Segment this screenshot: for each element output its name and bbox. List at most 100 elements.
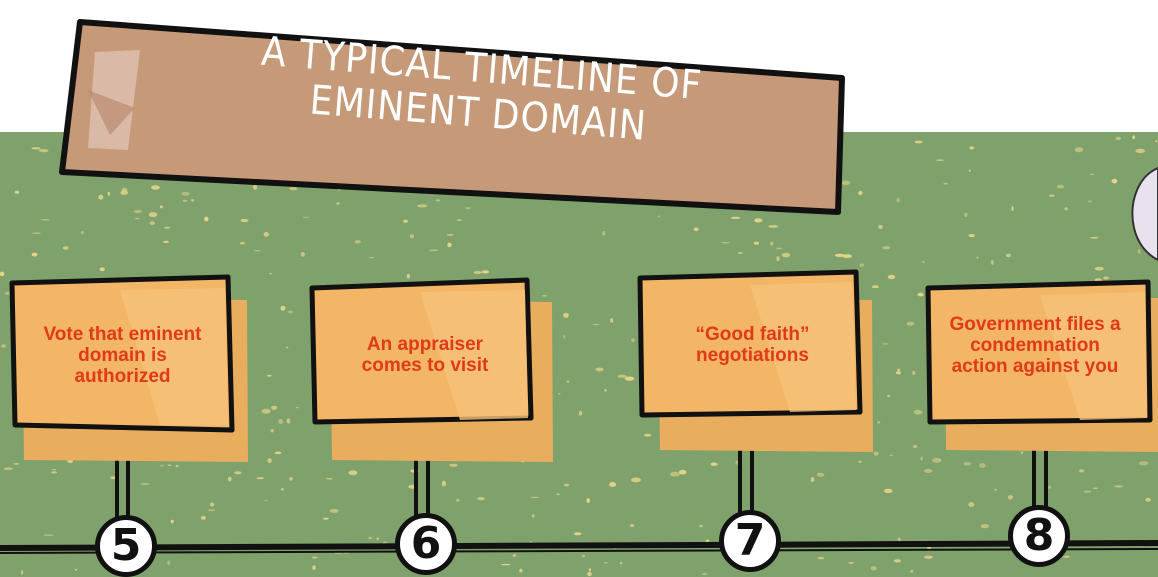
step-6-text: An appraiser comes to visit	[361, 334, 489, 376]
speckle	[120, 190, 128, 195]
speckle	[133, 209, 143, 214]
speckle	[280, 488, 284, 491]
speckle	[753, 241, 760, 245]
speckle	[588, 568, 592, 572]
speckle	[67, 459, 73, 463]
speckle	[563, 483, 570, 487]
step-7-number: 7	[719, 510, 781, 572]
speckle	[43, 534, 54, 536]
speckle	[151, 185, 160, 190]
speckle	[979, 463, 986, 468]
speckle	[592, 323, 600, 326]
speckle	[278, 419, 284, 424]
speckle	[870, 566, 877, 571]
speckle	[121, 188, 128, 192]
speckle	[376, 537, 380, 541]
speckle	[264, 499, 268, 502]
speckle	[269, 273, 273, 275]
speckle	[603, 562, 608, 564]
speckle	[417, 204, 428, 208]
speckle	[980, 524, 989, 529]
step-7-text: “Good faith” negotiations	[695, 324, 810, 366]
speckle	[557, 392, 561, 395]
speckle	[446, 234, 454, 236]
speckle	[630, 524, 635, 527]
speckle	[312, 556, 318, 559]
speckle	[1090, 236, 1099, 239]
speckle	[368, 257, 375, 259]
speckle	[610, 318, 614, 323]
title-banner	[59, 19, 845, 215]
speckle	[80, 231, 84, 235]
speckle	[271, 405, 278, 410]
speckle	[31, 232, 41, 234]
speckle	[699, 524, 703, 528]
speckle	[721, 241, 731, 244]
speckle	[1138, 461, 1149, 466]
speckle	[769, 241, 774, 246]
speckle	[159, 205, 163, 209]
speckle	[239, 242, 246, 245]
speckle	[768, 225, 779, 228]
speckle	[207, 509, 216, 512]
speckle	[913, 409, 923, 415]
speckle	[619, 561, 623, 565]
speckle	[31, 252, 38, 257]
speckle	[204, 216, 209, 222]
speckle	[578, 410, 583, 416]
speckle	[449, 463, 458, 467]
speckle	[657, 215, 661, 218]
speckle	[910, 569, 914, 573]
speckle	[200, 516, 206, 520]
speckle	[991, 260, 994, 265]
speckle	[581, 554, 586, 558]
speckle	[1011, 206, 1014, 211]
speckle	[62, 246, 69, 250]
speckle	[285, 346, 289, 349]
speckle	[234, 471, 242, 475]
speckle	[1089, 173, 1095, 176]
speckle	[914, 140, 923, 144]
speckle	[530, 496, 539, 499]
next-section-circle	[1131, 166, 1158, 262]
speckle	[477, 497, 485, 501]
speckle	[167, 560, 170, 566]
speckle	[969, 146, 975, 150]
speckle	[994, 489, 997, 491]
speckle	[932, 457, 942, 463]
speckle	[566, 380, 570, 383]
speckle	[441, 482, 446, 487]
speckle	[167, 464, 172, 466]
speckle	[1145, 497, 1151, 502]
speckle	[963, 462, 971, 466]
speckle	[776, 247, 782, 250]
speckle	[609, 482, 617, 487]
speckle	[149, 221, 155, 225]
speckle	[776, 256, 780, 262]
speckle	[710, 462, 718, 466]
speckle	[574, 532, 582, 536]
speckle	[897, 537, 901, 542]
speckle	[841, 180, 851, 185]
speckle	[1056, 184, 1065, 189]
speckle	[810, 476, 815, 483]
speckle	[13, 463, 20, 465]
speckle	[21, 570, 24, 575]
speckle	[1064, 207, 1068, 211]
speckle	[587, 571, 592, 577]
speckle	[897, 368, 901, 371]
speckle	[302, 216, 310, 218]
speckle	[617, 374, 627, 378]
speckle	[604, 388, 607, 392]
speckle	[968, 502, 975, 507]
speckle	[1007, 495, 1013, 500]
speckle	[456, 499, 460, 502]
speckle	[858, 190, 863, 196]
speckle	[701, 572, 708, 575]
speckle	[1079, 469, 1085, 473]
speckle	[256, 477, 265, 480]
speckle	[1132, 135, 1136, 140]
speckle	[38, 149, 49, 153]
speckle	[754, 218, 763, 223]
speckle	[737, 252, 743, 254]
